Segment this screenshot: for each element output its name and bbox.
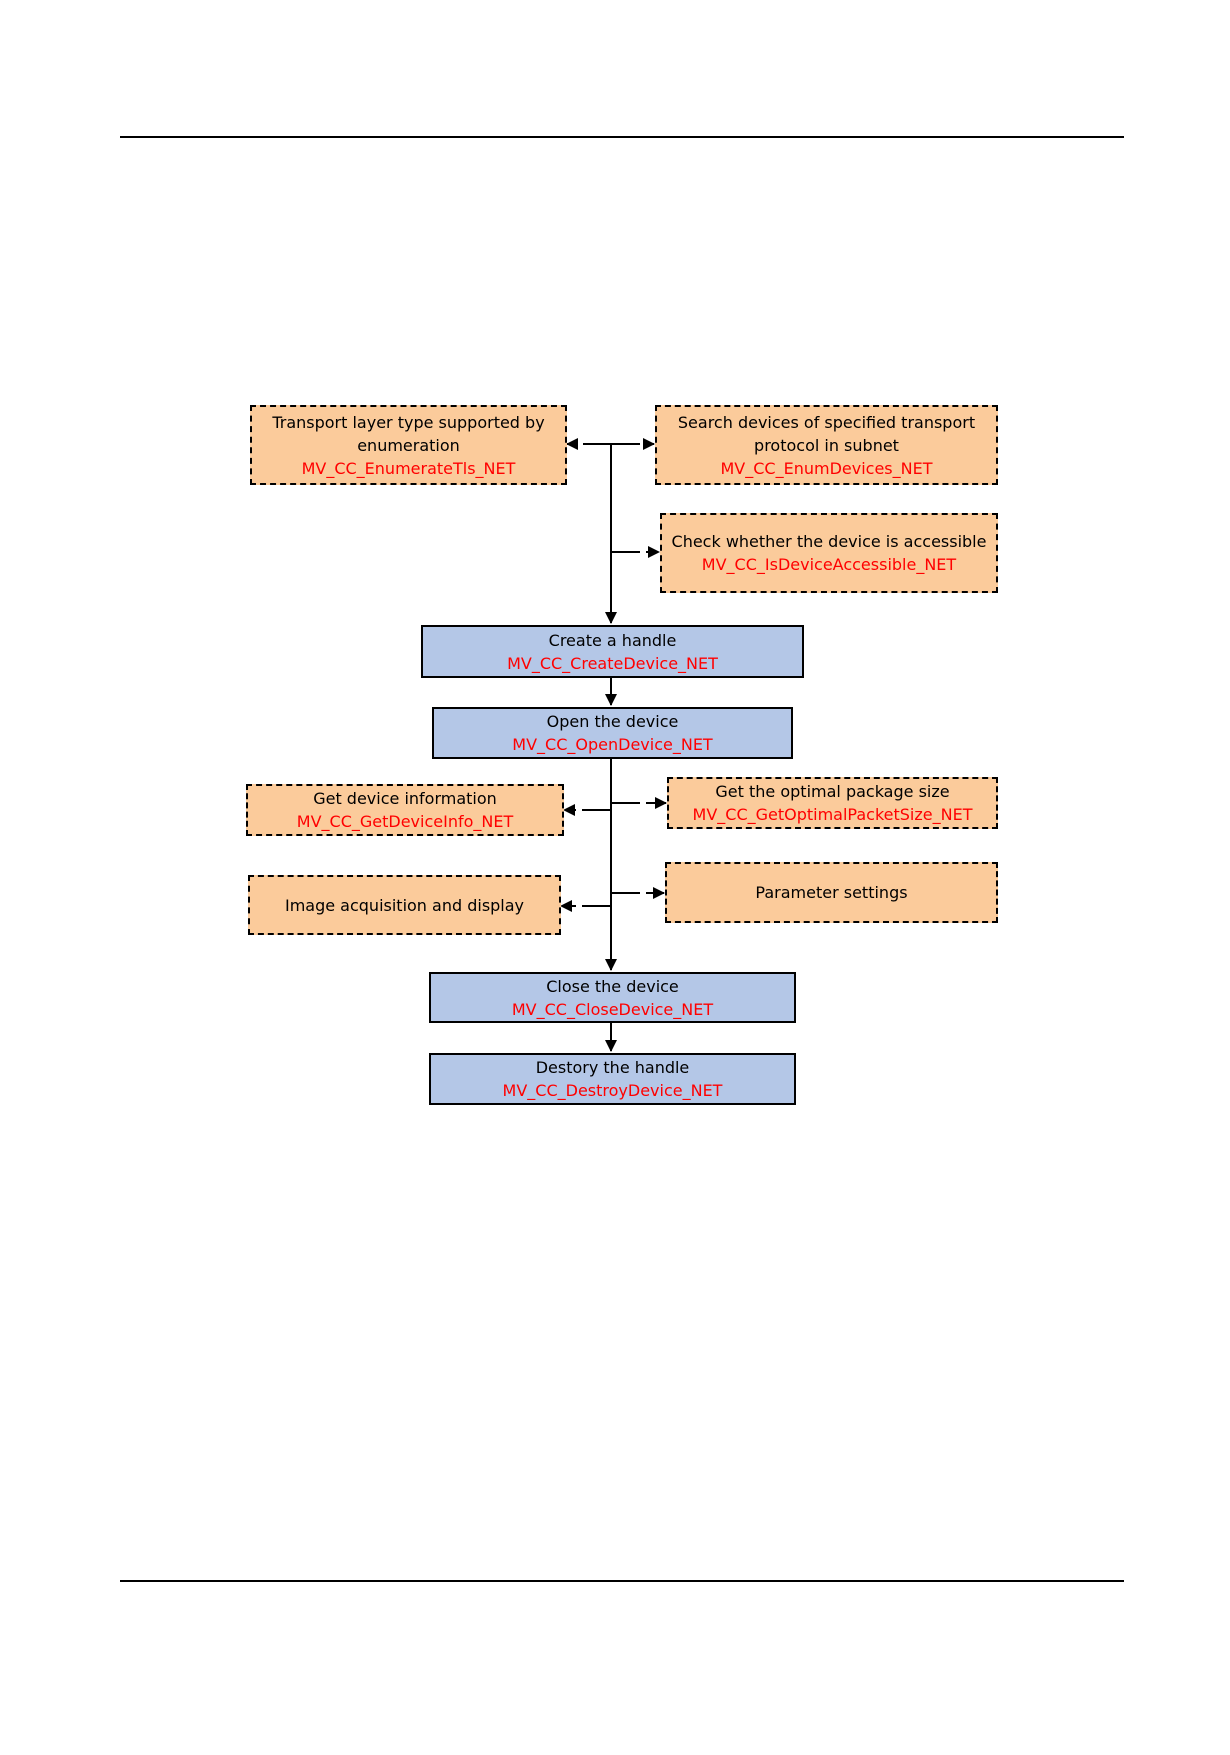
- step-label: Close the device: [546, 976, 679, 996]
- header-rule: [120, 136, 1124, 138]
- step-close: Close the device MV_CC_CloseDevice_NET: [429, 972, 796, 1023]
- step-function: MV_CC_DestroyDevice_NET: [502, 1081, 723, 1100]
- step-label: Parameter settings: [755, 883, 908, 902]
- step-enum-tls: Transport layer type supported by enumer…: [250, 405, 567, 485]
- step-optimal-packet: Get the optimal package size MV_CC_GetOp…: [667, 777, 998, 829]
- footer-rule: [120, 1580, 1124, 1582]
- step-get-info: Get device information MV_CC_GetDeviceIn…: [246, 784, 564, 836]
- step-label: Image acquisition and display: [284, 895, 525, 915]
- step-label: Check whether the device is accessible: [671, 532, 987, 551]
- step-function: MV_CC_OpenDevice_NET: [512, 735, 713, 754]
- step-destroy: Destory the handle MV_CC_DestroyDevice_N…: [429, 1053, 796, 1105]
- step-label: Search devices of specified transport pr…: [677, 412, 976, 455]
- step-params: Parameter settings: [665, 862, 998, 923]
- step-function: MV_CC_EnumerateTls_NET: [301, 458, 516, 478]
- step-create: Create a handle MV_CC_CreateDevice_NET: [421, 625, 804, 678]
- step-function: MV_CC_GetOptimalPacketSize_NET: [692, 805, 973, 824]
- step-label: Get device information: [313, 789, 497, 808]
- step-function: MV_CC_CreateDevice_NET: [507, 653, 718, 673]
- step-label: Create a handle: [548, 630, 677, 650]
- step-open: Open the device MV_CC_OpenDevice_NET: [432, 707, 793, 759]
- step-label: Destory the handle: [535, 1058, 690, 1077]
- step-function: MV_CC_IsDeviceAccessible_NET: [701, 555, 957, 574]
- step-enum-devices: Search devices of specified transport pr…: [655, 405, 998, 485]
- step-label: Transport layer type supported by enumer…: [272, 412, 545, 455]
- step-is-accessible: Check whether the device is accessible M…: [660, 513, 998, 593]
- step-image-acq: Image acquisition and display: [248, 875, 561, 935]
- step-label: Open the device: [546, 712, 679, 731]
- step-function: MV_CC_GetDeviceInfo_NET: [296, 812, 514, 831]
- step-label: Get the optimal package size: [715, 782, 950, 801]
- step-function: MV_CC_CloseDevice_NET: [511, 999, 714, 1019]
- step-function: MV_CC_EnumDevices_NET: [720, 458, 933, 478]
